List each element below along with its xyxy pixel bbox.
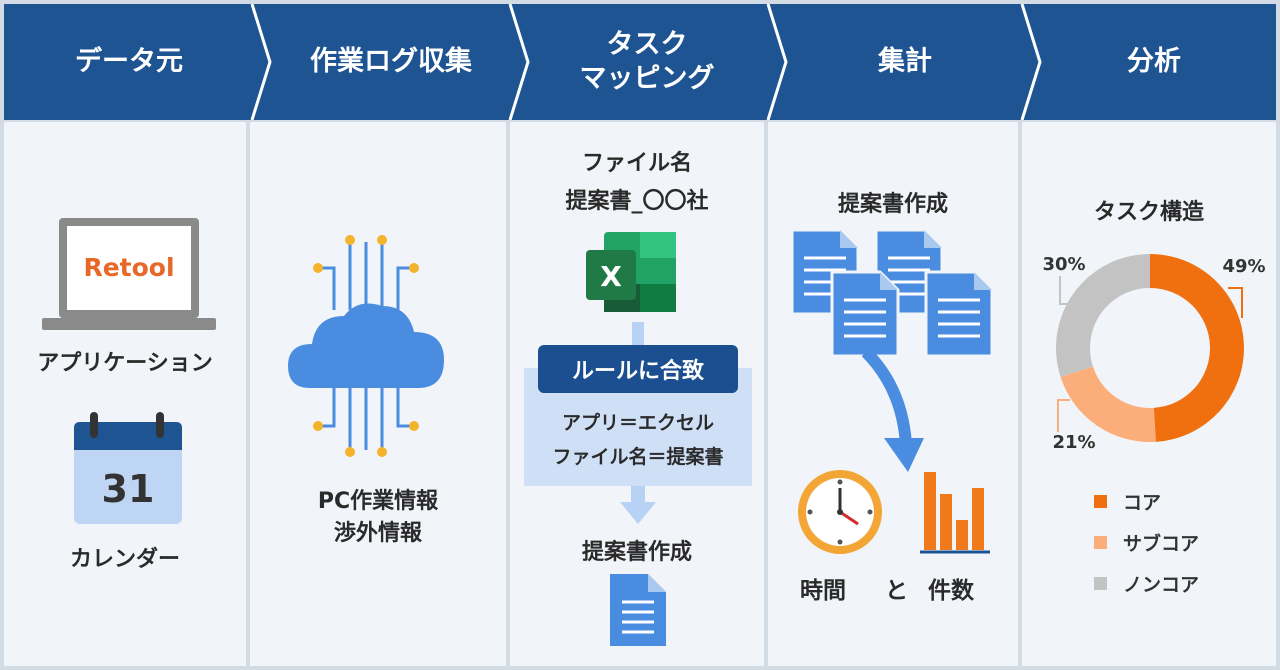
col-datasource bbox=[4, 122, 246, 666]
step-mapping-line2: マッピング bbox=[579, 63, 715, 94]
donut-leader-line bbox=[1059, 276, 1074, 305]
calendar-icon: 31 bbox=[74, 412, 182, 524]
curved-arrow-icon bbox=[862, 348, 924, 472]
and-label: と bbox=[885, 578, 908, 604]
step-mapping-line1: タスク bbox=[606, 29, 688, 60]
rule-conditions: アプリ＝エクセル ファイル名＝提案書 bbox=[524, 406, 752, 474]
mapping-result: 提案書作成 bbox=[581, 540, 692, 565]
legend-label-noncore: ノンコア bbox=[1123, 574, 1200, 596]
header-chevrons bbox=[4, 4, 1276, 120]
donut-leader-line bbox=[1057, 399, 1070, 432]
documents-stack-icon bbox=[790, 228, 994, 358]
col-collection bbox=[250, 122, 506, 666]
legend-core: コア bbox=[1094, 488, 1161, 515]
donut-slice-core bbox=[1150, 254, 1244, 442]
donut-label-noncore: 30% bbox=[1042, 254, 1085, 275]
retool-logo: Retool bbox=[83, 253, 174, 282]
file-info: ファイル名 提案書_〇〇社 bbox=[510, 145, 764, 221]
step-datasource: データ元 bbox=[75, 46, 183, 77]
legend-noncore: ノンコア bbox=[1094, 570, 1199, 597]
arrow-down-icon bbox=[620, 486, 656, 524]
rule-line1: アプリ＝エクセル bbox=[561, 412, 714, 434]
excel-letter: X bbox=[600, 260, 622, 293]
time-label: 時間 bbox=[800, 578, 846, 604]
legend-label-subcore: サブコア bbox=[1123, 533, 1200, 555]
rule-badge: ルールに合致 bbox=[538, 345, 738, 393]
laptop-icon: Retool bbox=[42, 218, 216, 330]
collection-line2: 渉外情報 bbox=[333, 521, 422, 546]
donut-label-core: 49% bbox=[1222, 256, 1265, 277]
aggregation-title: 提案書作成 bbox=[837, 192, 948, 217]
calendar-label: カレンダー bbox=[69, 547, 180, 572]
legend-swatch-noncore bbox=[1094, 577, 1107, 590]
file-label: ファイル名 bbox=[581, 151, 692, 176]
step-collection: 作業ログ収集 bbox=[310, 46, 472, 77]
step-mapping: タスク マッピング bbox=[522, 4, 772, 120]
legend-swatch-core bbox=[1094, 495, 1107, 508]
collection-line1: PC作業情報 bbox=[317, 489, 439, 514]
excel-icon: X bbox=[586, 232, 676, 312]
cloud-network-icon bbox=[288, 235, 444, 457]
collection-text: PC作業情報 渉外情報 bbox=[250, 486, 506, 550]
app-label: アプリケーション bbox=[37, 351, 213, 376]
legend-subcore: サブコア bbox=[1094, 529, 1199, 556]
count-label: 件数 bbox=[928, 578, 974, 604]
file-name: 提案書_〇〇社 bbox=[565, 189, 709, 214]
step-analysis: 分析 bbox=[1127, 46, 1181, 77]
calendar-day: 31 bbox=[102, 467, 155, 511]
analysis-title: タスク構造 bbox=[1093, 200, 1204, 225]
donut-leader-line bbox=[1228, 287, 1243, 318]
bar-chart-icon bbox=[920, 472, 990, 554]
rule-line2: ファイル名＝提案書 bbox=[552, 446, 724, 468]
donut-label-subcore: 21% bbox=[1052, 432, 1095, 453]
donut-slice-subcore bbox=[1060, 366, 1156, 442]
process-header: データ元 作業ログ収集 タスク マッピング 集計 分析 bbox=[4, 4, 1276, 120]
arrow-down-icon bbox=[632, 322, 644, 352]
clock-icon bbox=[798, 470, 882, 554]
legend-label-core: コア bbox=[1123, 492, 1162, 514]
legend-swatch-subcore bbox=[1094, 536, 1107, 549]
document-icon bbox=[610, 574, 666, 646]
donut-slice-noncore bbox=[1056, 254, 1150, 378]
step-aggregation: 集計 bbox=[878, 46, 932, 77]
col-analysis bbox=[1022, 122, 1276, 666]
donut-chart: 49% 21% 30% bbox=[1042, 254, 1266, 453]
